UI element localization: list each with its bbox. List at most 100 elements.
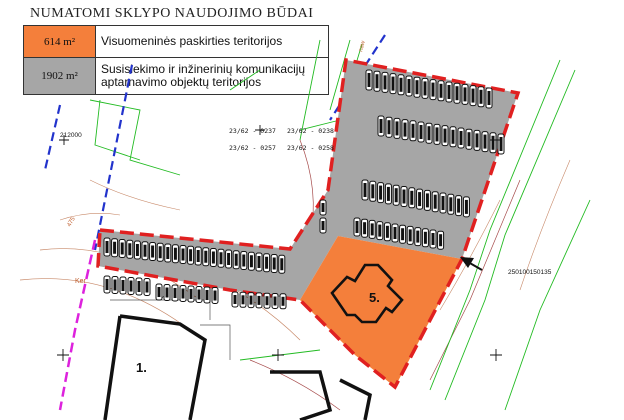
parking-stall-car [425, 193, 429, 208]
parking-stall-car [121, 280, 125, 291]
parking-stall-car [463, 87, 467, 102]
parking-stall-car [113, 279, 117, 291]
survey-crosses [57, 125, 502, 361]
legend-swatch-public: 614 m² [23, 25, 96, 58]
parking-stall-car [431, 233, 435, 245]
parking-stall-car [227, 253, 231, 265]
parking-stall-car [219, 252, 223, 265]
parking-stall-car [371, 184, 375, 199]
parking-stall-car [379, 119, 383, 133]
parking-stall-car [113, 241, 117, 254]
parcel-label-0258: 23/62 - 0258 [287, 144, 334, 152]
parking-stall-car [129, 280, 133, 292]
parking-stall-car [273, 296, 277, 306]
parking-stall-car [321, 221, 325, 230]
parking-stall-car [257, 295, 261, 305]
legend-row-transport: 1902 m² Susisiekimo ir inžinerinių komun… [23, 57, 329, 95]
parking-stall-car [395, 121, 399, 136]
parking-stall-car [165, 287, 169, 298]
legend-label-public: Visuomeninės paskirties teritorijos [95, 25, 329, 58]
parking-stall-car [471, 88, 475, 103]
street-label-475: 475 [67, 216, 78, 228]
parking-stall-car [457, 198, 461, 213]
legend-label-transport: Susisiekimo ir inžinerinių komunikacijų … [95, 57, 329, 95]
parking-stall-car [443, 128, 447, 143]
parking-stall-car [451, 129, 455, 144]
parking-stall-car [499, 137, 503, 151]
parking-stall-car [441, 196, 445, 210]
parking-stall-car [487, 91, 491, 105]
parking-stall-car [419, 125, 423, 139]
legend-title: NUMATOMI SKLYPO NAUDOJIMO BŪDAI [30, 6, 314, 21]
parking-stall-car [431, 82, 435, 97]
parcel-label-0237: 23/62 - 0237 [229, 127, 276, 135]
parking-stall-car [394, 188, 398, 203]
parking-stall-car [399, 77, 403, 92]
parking-stall-car [120, 242, 124, 255]
parking-stall-car [265, 256, 269, 269]
building-label-1: 1. [136, 360, 147, 375]
parking-stall-car [375, 74, 379, 89]
parking-stall-car [143, 244, 147, 257]
parking-stall-car [423, 231, 427, 244]
parking-stall-car [479, 89, 483, 104]
parking-stall-car [281, 296, 285, 306]
parking-stall-car [455, 86, 459, 101]
parking-stall-car [415, 80, 419, 95]
parking-stall-car [213, 290, 217, 301]
green-network [89, 39, 591, 411]
legend-swatch-transport: 1902 m² [23, 57, 96, 95]
parking-stall-car [181, 288, 185, 299]
parking-stall-car [435, 127, 439, 142]
building-5-outline [330, 263, 404, 324]
parking-stall-car [173, 288, 177, 298]
parking-stall-car [151, 245, 155, 258]
parking-stall-car [105, 241, 109, 253]
cadastral-number-right: 250100150135 [508, 269, 552, 276]
parking-stall-car [407, 79, 411, 93]
parking-stall-car [158, 246, 162, 259]
parking-stall-car [378, 224, 382, 237]
parking-stall-car [242, 254, 246, 267]
parking-stall-car [387, 120, 391, 135]
parking-stall-car [447, 85, 451, 99]
parking-stall-car [423, 81, 427, 96]
parking-stall-car [181, 248, 185, 261]
parking-stall-car [157, 287, 161, 297]
parking-stall-car [416, 230, 420, 243]
parking-stall-car [135, 244, 139, 256]
parking-stall-car [204, 250, 208, 263]
parking-stall-car [433, 194, 437, 209]
parking-stall-car [383, 75, 387, 90]
parking-stall-car [386, 186, 390, 201]
parking-stall-car [205, 290, 209, 300]
parking-stall-car [379, 185, 383, 200]
parking-stall-car [391, 76, 395, 91]
parking-stall-car [401, 228, 405, 241]
parking-stall-car [467, 132, 471, 147]
parking-stall-car [272, 257, 276, 270]
magenta-dashed-line [58, 239, 97, 411]
parking-stall-car [363, 183, 367, 197]
parking-stall-car [475, 133, 479, 148]
parking-stall-car [403, 122, 407, 137]
cadastral-number-left: 212000 [60, 132, 82, 139]
parking-stalls [103, 69, 505, 310]
parking-stall-car [249, 255, 253, 268]
entrance-arrow [460, 257, 483, 271]
parking-stall-car [418, 192, 422, 207]
parking-stall-car [189, 289, 193, 299]
parking-stall-car [257, 256, 261, 268]
parking-stall-car [145, 281, 149, 293]
parking-stall-car [280, 258, 284, 271]
parking-stall-car [363, 222, 367, 235]
parking-stall-car [408, 229, 412, 242]
parking-stall-car [241, 295, 245, 305]
parking-stall-car [483, 134, 487, 149]
parking-stall-car [265, 296, 269, 306]
parking-stall-car [233, 295, 237, 304]
parking-stall-car [410, 190, 414, 205]
public-zone [300, 236, 462, 387]
parking-stall-car [411, 123, 415, 138]
